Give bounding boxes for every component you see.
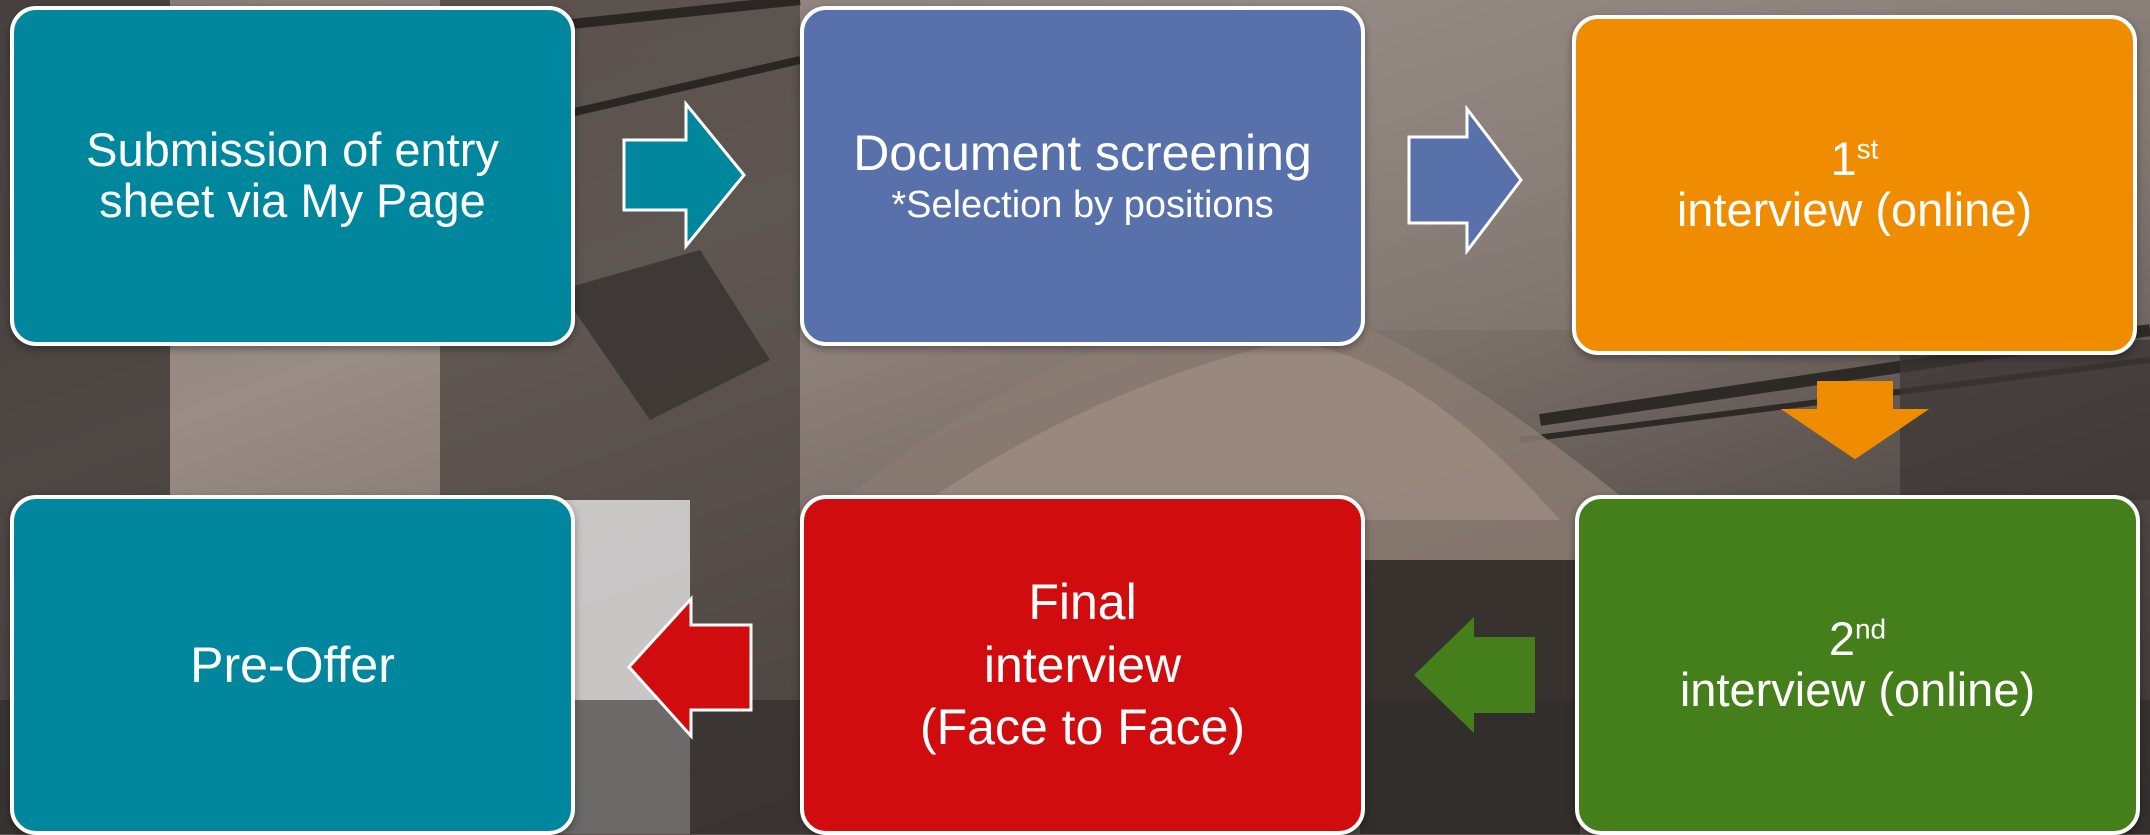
- arrow-left-icon-2: [626, 595, 753, 740]
- step-4-box: 2nd interview (online): [1575, 495, 2140, 835]
- arrow-right-icon-1: [622, 100, 746, 250]
- step-6-box: Pre-Offer: [10, 495, 575, 835]
- step-1-box: Submission of entry sheet via My Page: [10, 6, 575, 346]
- step-1-label: Submission of entry sheet via My Page: [86, 123, 499, 227]
- step-3-box: 1st interview (online): [1572, 15, 2137, 355]
- step-4-number-line: 2nd: [1828, 612, 1887, 666]
- step-4-number: 2: [1828, 612, 1855, 666]
- step-5-box: Final interview (Face to Face): [800, 495, 1365, 835]
- step-4-label: interview (online): [1679, 663, 2036, 716]
- step-3-number: 1: [1830, 132, 1857, 186]
- step-2-label: Document screening: [853, 124, 1312, 181]
- arrow-right-icon-2: [1407, 105, 1523, 255]
- step-4-ordinal-suffix: nd: [1854, 613, 1887, 645]
- step-5-line-1: Final: [1028, 574, 1137, 631]
- arrow-left-icon-1: [1414, 617, 1535, 733]
- step-2-note: *Selection by positions: [891, 183, 1274, 226]
- step-6-label: Pre-Offer: [190, 637, 395, 693]
- step-2-box: Document screening *Selection by positio…: [800, 6, 1365, 346]
- step-5-line-3: (Face to Face): [919, 699, 1246, 756]
- step-3-ordinal-suffix: st: [1856, 133, 1879, 165]
- arrow-down-icon: [1780, 381, 1930, 460]
- step-5-line-2: interview: [983, 636, 1182, 693]
- step-3-number-line: 1st: [1830, 132, 1879, 186]
- step-3-label: interview (online): [1676, 183, 2033, 236]
